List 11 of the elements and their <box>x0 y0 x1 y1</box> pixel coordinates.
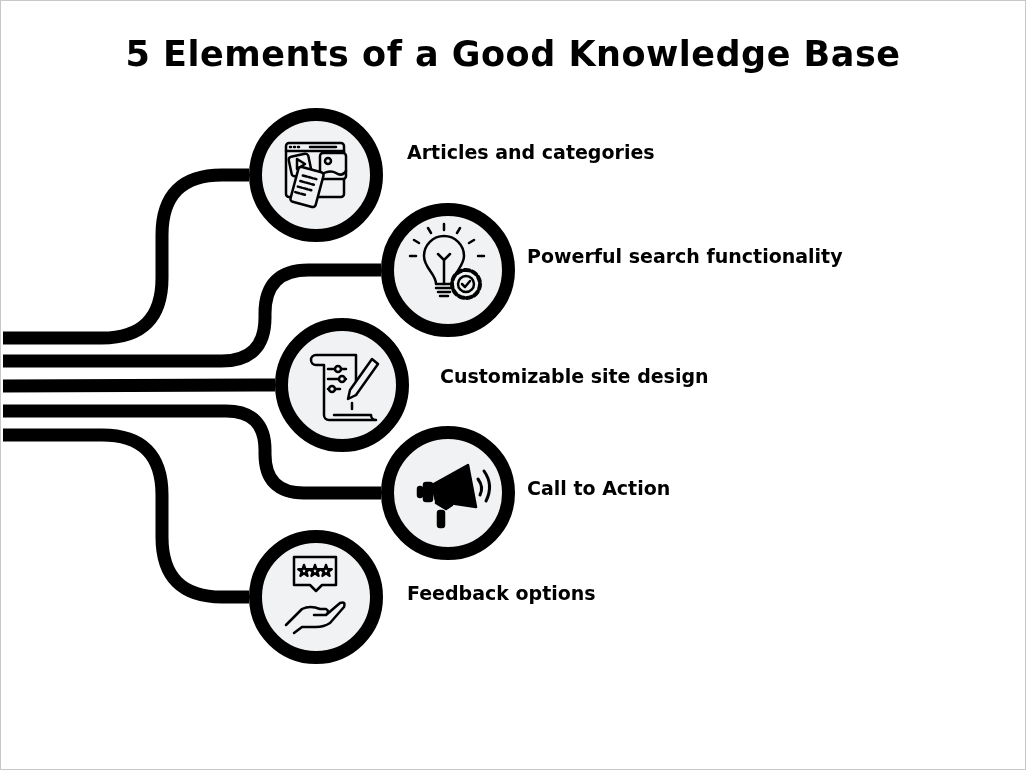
item-label: Articles and categories <box>407 141 655 163</box>
connector-line <box>3 428 249 604</box>
item-label: Customizable site design <box>440 365 709 387</box>
item-label: Feedback options <box>407 582 596 604</box>
connector-line <box>3 168 249 345</box>
title: 5 Elements of a Good Knowledge Base <box>124 34 902 74</box>
item-label: Call to Action <box>527 477 671 499</box>
connector-line <box>2 378 276 393</box>
connector-line <box>3 404 381 500</box>
item-label: Powerful search functionality <box>527 245 843 267</box>
connector-line <box>3 263 381 368</box>
